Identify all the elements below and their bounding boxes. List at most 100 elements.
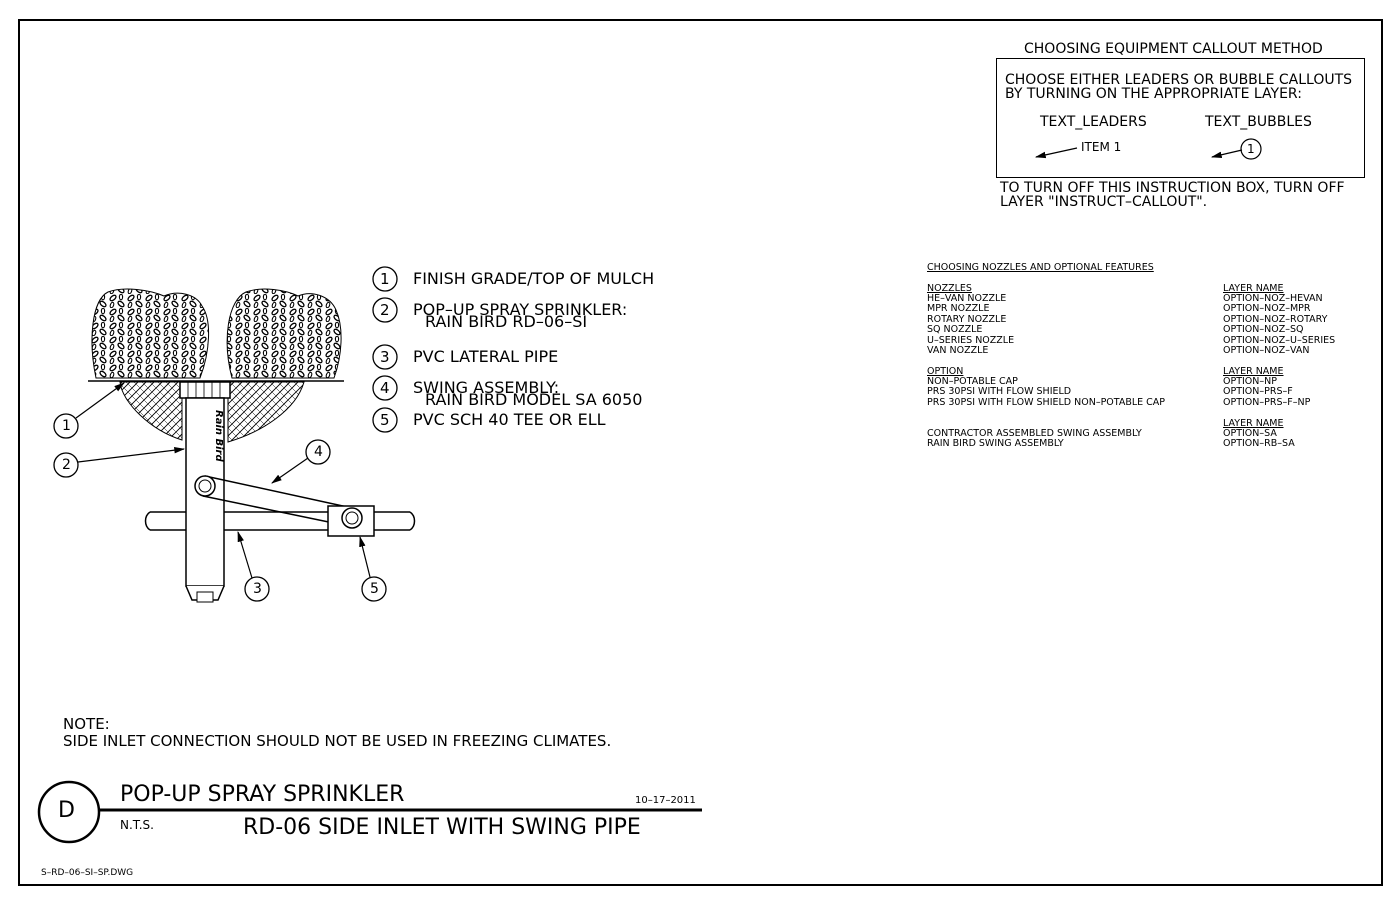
legend-num-5: 5	[380, 411, 390, 429]
callout-box-line1: CHOOSE EITHER LEADERS OR BUBBLE CALLOUTS	[1005, 72, 1353, 88]
nozzle-row-layer: OPTION–NOZ–HEVAN	[1223, 293, 1323, 304]
soil-mound-right	[227, 381, 305, 443]
nozzle-row-name: ROTARY NOZZLE	[927, 313, 1007, 325]
option-row-name: PRS 30PSI WITH FLOW SHIELD	[927, 386, 1072, 398]
nozzles-title: CHOOSING NOZZLES AND OPTIONAL FEATURES	[927, 262, 1154, 273]
legend-bubble-2	[372, 297, 398, 323]
sprinkler-cap-ribs	[187, 382, 221, 398]
callout-1-number: 1	[62, 418, 71, 434]
lateral-pipe-end-right	[409, 511, 416, 531]
sprinkler-inlet-tip	[196, 591, 214, 603]
legend-item-5-line1: PVC SCH 40 TEE OR ELL	[413, 410, 606, 429]
callout-box-title: CHOOSING EQUIPMENT CALLOUT METHOD	[1024, 41, 1323, 57]
nozzle-row-name: U–SERIES NOZZLE	[927, 334, 1015, 346]
callout-4-bubble	[305, 439, 331, 465]
nozzle-row-layer: OPTION–NOZ–VAN	[1223, 345, 1310, 356]
callout-4-leader	[271, 457, 309, 484]
legend-item-4-line1: SWING ASSEMBLY:	[413, 378, 560, 397]
callout-2-number: 2	[62, 457, 71, 473]
swing-arm	[202, 475, 353, 527]
sheet-border	[18, 19, 1383, 886]
legend-bubble-5	[372, 407, 398, 433]
nozzle-row-layer: OPTION–NOZ–MPR	[1223, 303, 1311, 315]
shrub-left	[91, 288, 210, 379]
detail-letter: D	[58, 798, 75, 823]
legend-num-1: 1	[380, 270, 390, 288]
brand-mark: Rain Bird	[213, 410, 224, 462]
nozzles-header: NOZZLES	[927, 283, 972, 294]
legend-num-3: 3	[380, 348, 390, 366]
swing-joint-lower	[341, 507, 363, 529]
bubble-example-circle	[1240, 138, 1262, 160]
callout-5-bubble	[361, 576, 387, 602]
swing-row-layer: OPTION–RB–SA	[1223, 438, 1295, 450]
text-leaders-label: TEXT_LEADERS	[1040, 114, 1147, 130]
note-label: NOTE:	[63, 715, 110, 733]
option-row-layer: OPTION–NP	[1223, 376, 1277, 387]
title-detail-circle	[37, 780, 101, 844]
callout-5-leader	[359, 535, 371, 578]
nozzle-row-name: VAN NOZZLE	[927, 345, 989, 356]
legend-num-4: 4	[380, 379, 390, 397]
swing-joint-upper-inner	[198, 479, 212, 493]
option-row-layer: OPTION–PRS–F–NP	[1223, 396, 1311, 408]
legend-bubble-3	[372, 344, 398, 370]
nozzle-row-name: SQ NOZZLE	[927, 324, 983, 336]
option-row-layer: OPTION–PRS–F	[1223, 386, 1293, 398]
shrub-right	[226, 288, 342, 379]
option-row-name: PRS 30PSI WITH FLOW SHIELD NON–POTABLE C…	[927, 396, 1166, 408]
callout-1-bubble	[53, 413, 79, 439]
callout-2-bubble	[53, 452, 79, 478]
leader-example-text: ITEM 1	[1081, 140, 1122, 154]
layer-name-header-2: LAYER NAME	[1223, 366, 1284, 377]
detail-subtitle: RD-06 SIDE INLET WITH SWING PIPE	[243, 815, 641, 840]
note-text: SIDE INLET CONNECTION SHOULD NOT BE USED…	[63, 732, 612, 750]
bubble-example-arrow	[1210, 149, 1243, 158]
detail-date: 10–17–2011	[635, 795, 696, 806]
callout-4-number: 4	[314, 444, 323, 460]
callout-5-number: 5	[370, 581, 379, 597]
callout-2-leader	[77, 446, 186, 463]
turn-off-line2: LAYER "INSTRUCT–CALLOUT".	[1000, 194, 1208, 210]
layer-name-header-3: LAYER NAME	[1223, 418, 1284, 429]
callout-3-leader	[237, 530, 253, 579]
soil-mound	[119, 381, 183, 441]
text-bubbles-label: TEXT_BUBBLES	[1205, 114, 1312, 130]
nozzle-row-name: MPR NOZZLE	[927, 303, 990, 315]
swing-row-name: RAIN BIRD SWING ASSEMBLY	[927, 438, 1064, 450]
legend-item-3-line1: PVC LATERAL PIPE	[413, 347, 559, 366]
nozzle-row-layer: OPTION–NOZ–U–SERIES	[1223, 334, 1336, 346]
nozzle-row-layer: OPTION–NOZ–SQ	[1223, 324, 1304, 336]
bubble-example-number: 1	[1247, 142, 1255, 156]
option-header: OPTION	[927, 366, 964, 377]
swing-row-layer: OPTION–SA	[1223, 428, 1277, 439]
legend-item-2-line1: POP–UP SPRAY SPRINKLER:	[413, 300, 628, 319]
option-row-name: NON–POTABLE CAP	[927, 376, 1018, 387]
swing-joint-lower-inner	[345, 511, 359, 525]
legend-item-4-line2: RAIN BIRD MODEL SA 6050	[425, 390, 643, 409]
callout-3-bubble	[244, 576, 270, 602]
callout-1-leader	[75, 382, 125, 419]
legend-bubble-1	[372, 266, 398, 292]
nozzle-row-layer: OPTION–NOZ–ROTARY	[1223, 313, 1328, 325]
legend-num-2: 2	[380, 301, 390, 319]
scale-label: N.T.S.	[120, 818, 154, 832]
callout-box-line2: BY TURNING ON THE APPROPRIATE LAYER:	[1005, 86, 1302, 102]
file-name: S–RD–06–SI–SP.DWG	[41, 868, 134, 878]
legend-item-1-line1: FINISH GRADE/TOP OF MULCH	[413, 269, 655, 288]
sprinkler-cap	[179, 381, 231, 399]
legend-bubble-4	[372, 375, 398, 401]
callout-3-number: 3	[253, 581, 262, 597]
leader-example-arrow	[1034, 147, 1078, 159]
turn-off-line1: TO TURN OFF THIS INSTRUCTION BOX, TURN O…	[1000, 180, 1345, 196]
lateral-pipe-end-left	[144, 511, 151, 531]
swing-joint-upper	[194, 475, 216, 497]
legend-item-2-line2: RAIN BIRD RD–06–SI	[425, 312, 588, 331]
nozzle-row-name: HE–VAN NOZZLE	[927, 293, 1007, 304]
layer-name-header: LAYER NAME	[1223, 283, 1284, 294]
detail-title: POP-UP SPRAY SPRINKLER	[120, 782, 405, 807]
callout-instruction-box	[996, 58, 1365, 178]
swing-row-name: CONTRACTOR ASSEMBLED SWING ASSEMBLY	[927, 428, 1142, 439]
